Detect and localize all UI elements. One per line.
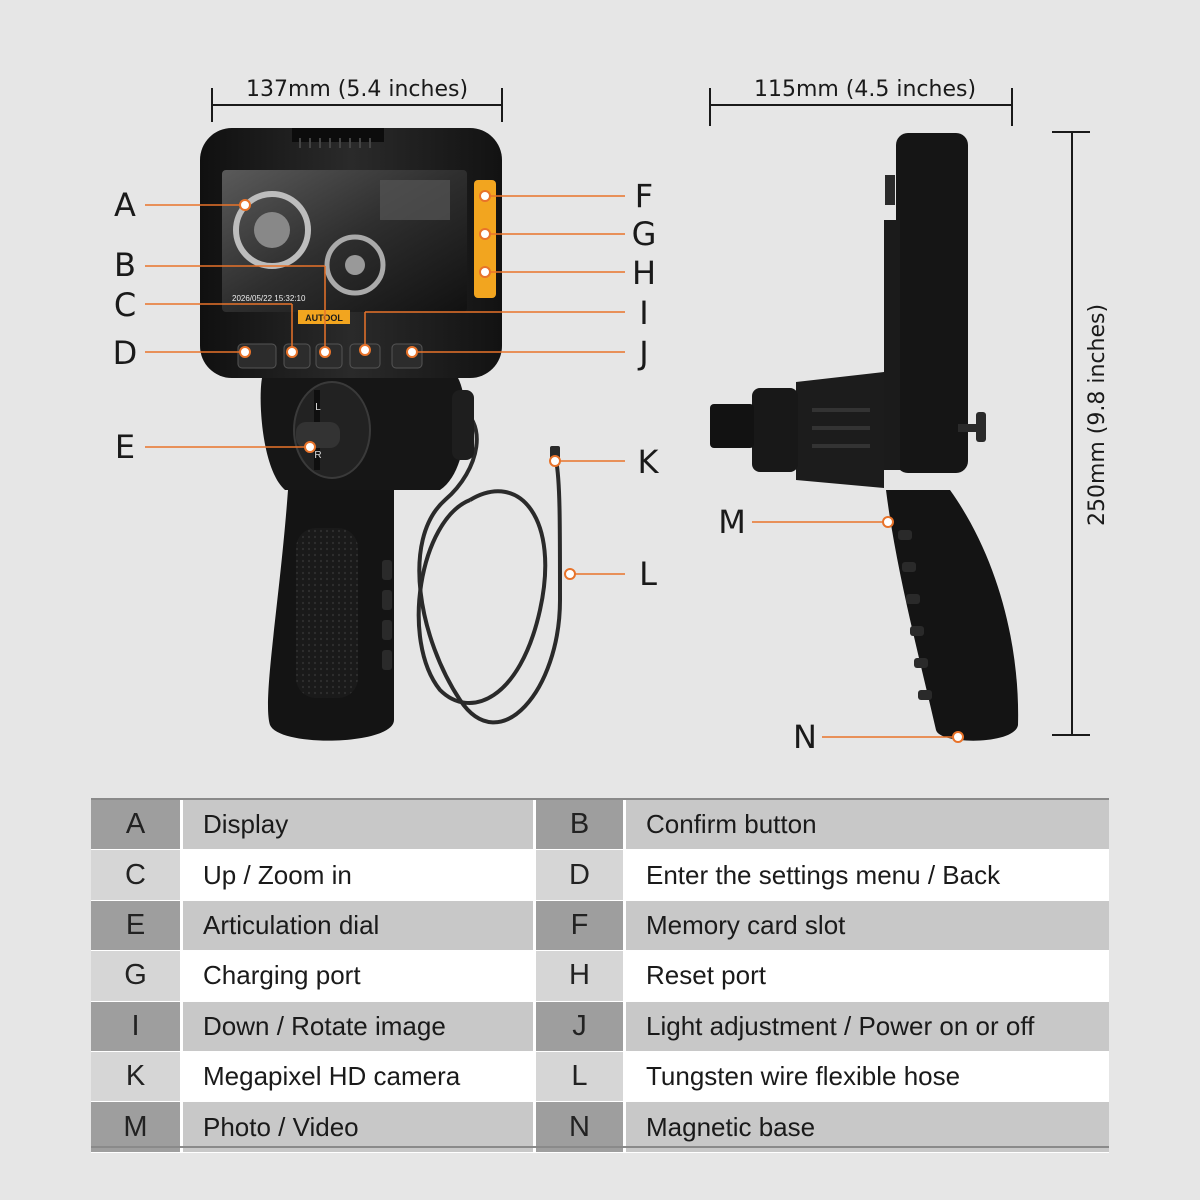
depth-dimension-label: 115mm (4.5 inches) (754, 77, 976, 102)
legend-desc: Charging port (180, 950, 535, 1002)
callout-b: B (114, 246, 136, 284)
legend-key: N (533, 1101, 625, 1153)
legend-desc: Megapixel HD camera (180, 1051, 535, 1102)
legend-key: J (533, 1001, 625, 1052)
legend-desc: Photo / Video (180, 1101, 535, 1153)
legend-row: I Down / Rotate image J Light adjustment… (91, 1001, 1109, 1052)
legend-desc: Articulation dial (180, 900, 535, 951)
callout-i: I (639, 294, 648, 332)
legend-row: K Megapixel HD camera L Tungsten wire fl… (91, 1051, 1109, 1102)
callout-c: C (114, 286, 136, 324)
front-view-device: 2026/05/22 15:32:10 AUTOOL L R (200, 128, 563, 741)
width-dimension (211, 88, 503, 122)
legend-key: L (533, 1051, 625, 1102)
side-handle (886, 490, 1019, 741)
callout-f: F (635, 177, 653, 215)
height-dimension-label: 250mm (9.8 inches) (1085, 304, 1110, 526)
callout-n: N (793, 718, 817, 756)
light-power-button[interactable] (391, 343, 423, 369)
legend-table: A Display B Confirm button C Up / Zoom i… (91, 800, 1109, 1153)
callout-lines (145, 190, 964, 743)
callout-k: K (638, 443, 660, 481)
callout-g: G (632, 215, 657, 253)
legend-desc: Tungsten wire flexible hose (623, 1051, 1109, 1102)
screen-datetime: 2026/05/22 15:32:10 (232, 294, 306, 303)
legend-desc: Up / Zoom in (180, 849, 535, 901)
legend-key: E (91, 900, 182, 951)
callout-m: M (718, 503, 746, 541)
depth-dimension (709, 88, 1013, 126)
legend-row: A Display B Confirm button (91, 800, 1109, 850)
callout-e: E (115, 428, 135, 466)
legend-key: I (91, 1001, 182, 1052)
legend-key: B (533, 800, 625, 850)
width-dimension-label: 137mm (5.4 inches) (246, 77, 468, 102)
legend-row: G Charging port H Reset port (91, 950, 1109, 1002)
legend-desc: Display (180, 800, 535, 850)
callout-a: A (114, 186, 136, 224)
callout-l: L (639, 555, 657, 593)
front-buttons (237, 343, 423, 369)
height-dimension (1052, 131, 1090, 736)
legend-desc: Confirm button (623, 800, 1109, 850)
legend-top-rule (91, 798, 1109, 801)
legend-key: H (533, 950, 625, 1002)
legend-bottom-rule (91, 1146, 1109, 1148)
dial-right-label: R (314, 450, 321, 461)
legend-desc: Magnetic base (623, 1101, 1109, 1153)
legend-key: C (91, 849, 182, 901)
callout-d: D (113, 334, 138, 372)
legend-desc: Enter the settings menu / Back (623, 849, 1109, 901)
callout-h: H (632, 254, 656, 292)
legend-row: M Photo / Video N Magnetic base (91, 1101, 1109, 1153)
legend-desc: Reset port (623, 950, 1109, 1002)
legend-row: C Up / Zoom in D Enter the settings menu… (91, 849, 1109, 901)
legend-key: D (533, 849, 625, 901)
legend-key: M (91, 1101, 182, 1153)
side-view-device (710, 133, 1019, 741)
legend-key: G (91, 950, 182, 1002)
callout-j: J (637, 334, 648, 372)
legend-row: E Articulation dial F Memory card slot (91, 900, 1109, 951)
legend-key: A (91, 800, 182, 850)
device-diagram: 137mm (5.4 inches) 115mm (4.5 inches) 25… (113, 77, 1110, 756)
callout-letters: A B C D E F G H I J K L M N (113, 177, 817, 756)
legend-desc: Light adjustment / Power on or off (623, 1001, 1109, 1052)
legend-desc: Down / Rotate image (180, 1001, 535, 1052)
legend-key: F (533, 900, 625, 951)
brand-logo: AUTOOL (305, 313, 343, 323)
dial-left-label: L (315, 402, 321, 413)
legend-desc: Memory card slot (623, 900, 1109, 951)
legend-key: K (91, 1051, 182, 1102)
